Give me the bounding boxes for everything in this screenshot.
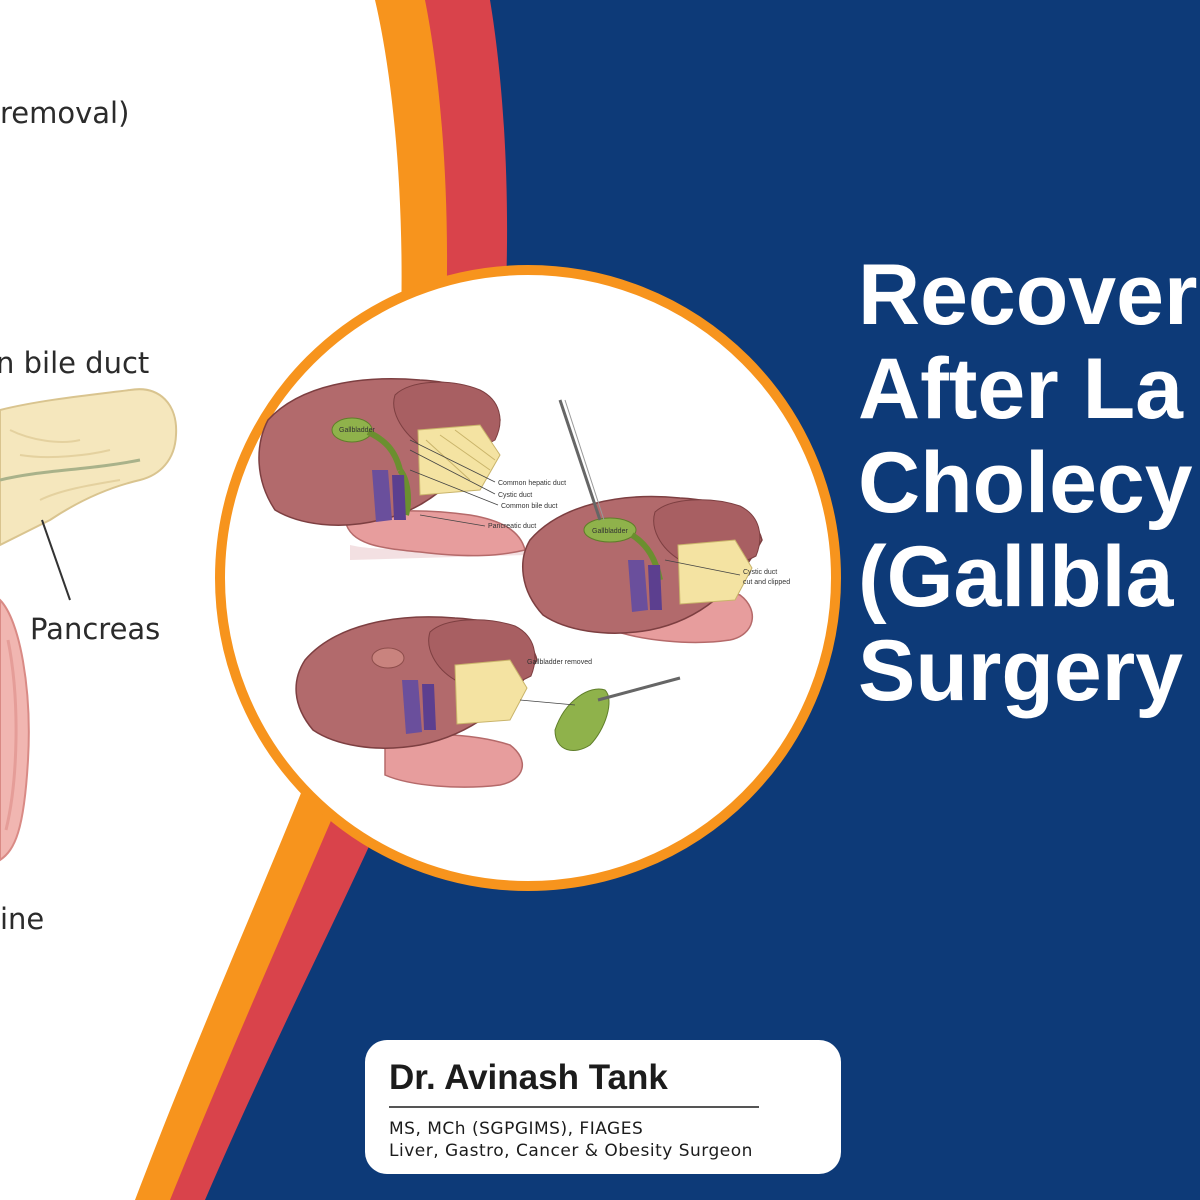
pancreas-label: Pancreas (30, 612, 161, 646)
intestine-illustration (0, 598, 30, 862)
pancreas-illustration (0, 388, 178, 601)
title-line-1: Recover (858, 247, 1198, 343)
common-hepatic-duct-label: Common hepatic duct (498, 480, 566, 487)
liver-panel-3 (295, 616, 681, 788)
annotations-panel-2: Gallbladder Cystic duct cut and clipped (592, 528, 790, 586)
doctor-name: Dr. Avinash Tank (389, 1058, 668, 1097)
gallbladder-removed-label: Gallbladder removed (527, 659, 592, 666)
title-line-3: Cholecy (858, 435, 1193, 531)
bile-duct-label: n bile duct (0, 346, 150, 380)
annotations-panel-3: Gallbladder removed (519, 659, 592, 706)
cut-and-clipped-label: cut and clipped (743, 579, 790, 586)
common-bile-duct-label: Common bile duct (501, 503, 557, 510)
cystic-duct-cut-label: Cystic duct (743, 569, 777, 576)
white-panel (0, 0, 402, 1200)
gallbladder-label-1: Gallbladder (339, 427, 375, 434)
divider (389, 1106, 759, 1108)
title-line-5: Surgery (858, 623, 1184, 719)
title-line-2: After La (858, 341, 1183, 437)
gallbladder-label-2: Gallbladder (592, 528, 628, 535)
title-line-4: (Gallbla (858, 529, 1174, 625)
doctor-card: Dr. Avinash Tank MS, MCh (SGPGIMS), FIAG… (365, 1040, 841, 1174)
diagram-header-fragment: removal) (0, 96, 130, 130)
cystic-duct-label: Cystic duct (498, 492, 532, 499)
pancreatic-duct-label: Pancreatic duct (488, 523, 536, 530)
doctor-credentials: MS, MCh (SGPGIMS), FIAGES (389, 1119, 644, 1139)
intestine-label: ine (0, 902, 45, 936)
liver-panel-1 (258, 378, 528, 560)
doctor-specialty: Liver, Gastro, Cancer & Obesity Surgeon (389, 1141, 753, 1161)
liver-panel-2 (522, 399, 763, 644)
page-title: Recover After La Cholecy (Gallbla Surger… (858, 248, 1197, 718)
annotations-panel-1: Gallbladder Common hepatic duct Cystic d… (339, 427, 566, 530)
